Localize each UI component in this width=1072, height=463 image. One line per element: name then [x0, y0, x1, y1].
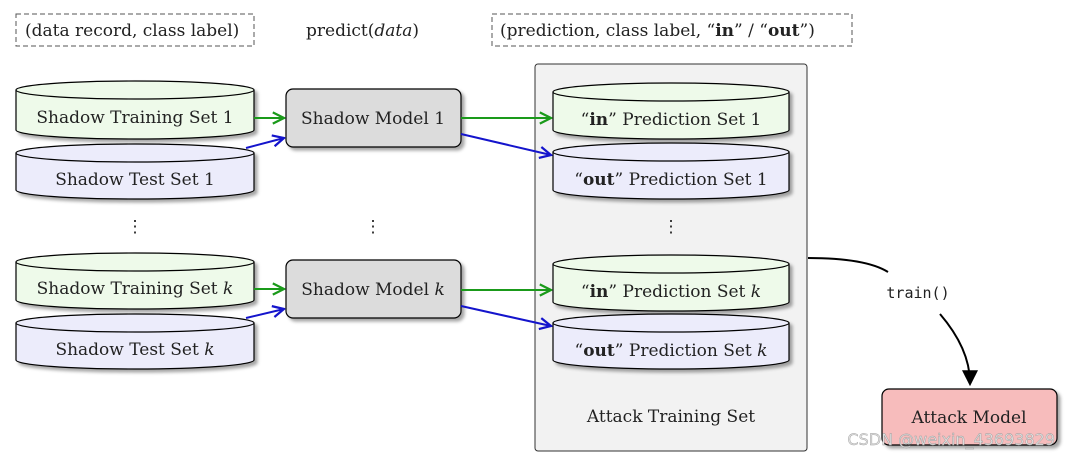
in-prediction-set-k [552, 254, 790, 312]
svg-text:predict(data): predict(data) [306, 21, 419, 41]
legend-output-text: (prediction, class label, “in” / “out”) [500, 21, 815, 41]
out-prediction-set-1-label: “out” Prediction Set 1 [574, 170, 767, 190]
legend-predict: predict(data) [306, 21, 419, 41]
shadow-training-set-k [15, 252, 255, 310]
arrow-modelk-to-outk [460, 305, 551, 326]
shadow-test-set-1 [15, 143, 255, 200]
in-prediction-set-1-label: “in” Prediction Set 1 [581, 110, 762, 130]
in-prediction-set-1 [552, 82, 790, 140]
train-function-label: train() [886, 284, 949, 302]
shadow-test-set-1-label: Shadow Test Set 1 [55, 170, 215, 190]
ellipsis-shadow-sets: ⋮ [127, 217, 144, 237]
out-prediction-set-1 [552, 142, 790, 200]
attack-model [881, 388, 1058, 446]
ellipsis-shadow-models: ⋮ [365, 217, 382, 237]
out-prediction-set-k [552, 313, 790, 370]
in-prediction-set-k-label: “in” Prediction Set k [581, 282, 761, 302]
shadow-model-k-label: Shadow Model k [301, 280, 445, 300]
attack-model-label: Attack Model [910, 408, 1026, 428]
arrow-test1-to-model1 [245, 138, 284, 149]
arrow-panel-to-attack-model [807, 257, 889, 273]
shadow-model-1-label: Shadow Model 1 [301, 109, 445, 129]
out-prediction-set-k-label: “out” Prediction Set k [575, 341, 768, 361]
arrow-train-to-attack-model [939, 313, 978, 387]
shadow-training-set-1 [15, 80, 255, 140]
legend-input-box: (data record, class label) [15, 13, 255, 47]
shadow-training-set-k-label: Shadow Training Set k [37, 279, 234, 299]
shadow-training-set-1-label: Shadow Training Set 1 [36, 108, 233, 128]
predict-argument: data [374, 21, 412, 41]
predict-function: predict [306, 21, 368, 41]
legend-input-text: (data record, class label) [25, 21, 239, 41]
shadow-test-set-k-label: Shadow Test Set k [55, 340, 214, 360]
arrow-model1-to-out1 [460, 133, 551, 155]
legend-output-box: (prediction, class label, “in” / “out”) [491, 13, 853, 47]
ellipsis-prediction-sets: ⋮ [663, 217, 680, 237]
arrow-testk-to-modelk [245, 309, 284, 319]
shadow-test-set-k [15, 313, 255, 370]
attack-training-set-label: Attack Training Set [586, 407, 755, 427]
watermark: CSDN @weixin_43693829 [847, 430, 1055, 450]
